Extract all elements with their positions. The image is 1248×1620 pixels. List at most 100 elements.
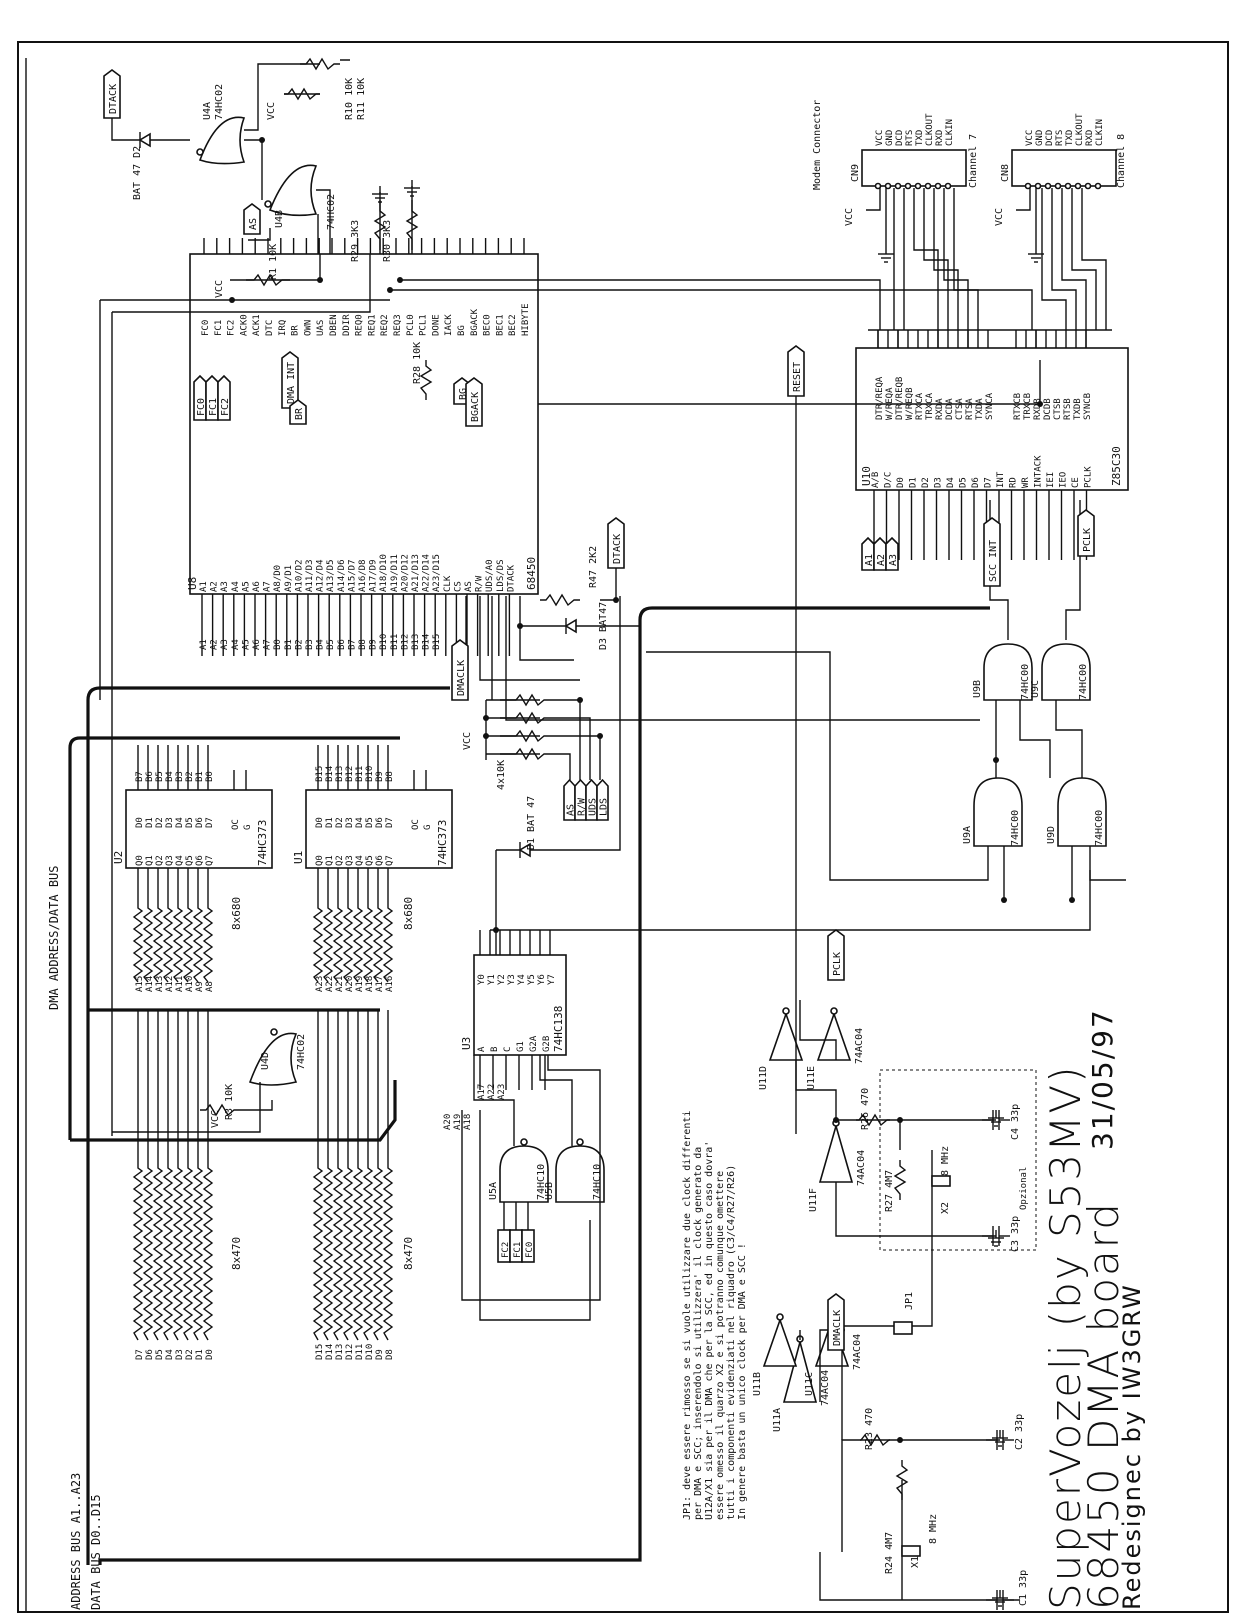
u4d-part: 74HC02 [296, 1034, 307, 1070]
cn8-pin-label: RTS [1055, 130, 1065, 146]
u2-d-labels-label: B7 [135, 771, 145, 782]
u2-pins-pin-label: D7 [205, 817, 215, 828]
u3-ref: U3 [460, 1037, 473, 1050]
u8-pin-label: FC0 [201, 320, 211, 336]
u9c-ref: U9C [1030, 680, 1041, 698]
vcc-cn9: VCC [844, 208, 855, 226]
high-d-labels-label: D13 [335, 1344, 345, 1360]
fc-tag: FC0 [525, 1242, 535, 1258]
u3-pin-label: Y3 [507, 974, 517, 985]
pclk-tag: PCLK [832, 952, 843, 976]
u10-pin-label: SYNCA [985, 392, 995, 420]
u8-bus-label: A2 [210, 639, 220, 650]
u11d-ref: U11D [758, 1066, 769, 1090]
u8-pin-label: A1 [199, 581, 209, 592]
u10-pin-label: INT [996, 471, 1006, 488]
u1-pins-pin-label: D3 [345, 817, 355, 828]
c2-label: C2 33p [1014, 1414, 1025, 1450]
u1-pins-pin-label: Q3 [345, 855, 355, 866]
u3-pin-label: Y6 [537, 974, 547, 985]
u8-pin-label: ACK1 [252, 314, 262, 336]
u8-bus-label: B10 [379, 634, 389, 650]
low-d-labels-label: D7 [135, 1349, 145, 1360]
low-d-labels-label: D6 [145, 1349, 155, 1360]
u9a-part: 74HC00 [1010, 810, 1021, 846]
u3-input2-label: A20 [443, 1114, 453, 1130]
u2-q-labels-label: A11 [175, 976, 185, 992]
u8-ref: U8 [186, 577, 199, 590]
fc-tag: FC1 [513, 1242, 523, 1258]
note-line: essere omesso il quarzo X2 e si potranno… [715, 1171, 726, 1520]
high-d-labels-label: D11 [355, 1344, 365, 1360]
u9b-ref: U9B [972, 680, 983, 698]
u1-pins-pin-label: D0 [315, 817, 325, 828]
u8-bus-label: B14 [422, 634, 432, 650]
u8-pin-label: LDS/DS [496, 559, 506, 592]
u8-pin-label: DTACK [506, 564, 516, 592]
u2-pins-pin-label: D5 [185, 817, 195, 828]
u8-pin-label: UAS [316, 320, 326, 336]
low-d-labels-label: D4 [165, 1349, 175, 1360]
u8-pin-label: REQ0 [355, 314, 365, 336]
u5a-ref: U5A [488, 1182, 499, 1200]
u1-q-labels-label: A17 [375, 976, 385, 992]
u2-pins-pin-label: D3 [165, 817, 175, 828]
optional-box [879, 1069, 1037, 1251]
u8-bus-label: B12 [400, 634, 410, 650]
u11a-ref: U11A [772, 1408, 783, 1432]
u8-pin-label: A15/D7 [347, 559, 357, 592]
u8-pin-label: A14/D6 [337, 559, 347, 592]
u8-part: 68450 [525, 557, 538, 590]
u3-pin-label: Y7 [547, 974, 557, 985]
u8-pin-label: A3 [220, 581, 230, 592]
u2-pins-pin-label: G [243, 825, 253, 830]
u8-bus-label: B15 [432, 634, 442, 650]
u8-pin-label: A9/D1 [284, 565, 294, 592]
cn9-title: Modem Connector [812, 100, 823, 190]
u8-pin-label: HIBYTE [521, 303, 531, 336]
u2-pins-pin-label: OC [231, 819, 241, 830]
r24-label: R24 4M7 [884, 1532, 895, 1574]
cn8-channel: Channel 8 [1116, 134, 1127, 188]
u10-pin-label: TRXCA [925, 392, 935, 420]
cn9-pin-label: CLKOUT [925, 113, 935, 146]
u10-pin-label: CTSA [955, 398, 965, 420]
misc-wiring [99, 59, 1126, 1601]
u8-bus-label: B2 [294, 639, 304, 650]
u3-pin-label: A [477, 1046, 487, 1052]
vcc-label: VCC [210, 1110, 221, 1128]
cn9-pin-label: RTS [905, 130, 915, 146]
r-8x680-b-label: 8x680 [402, 897, 415, 930]
u8-bus-label: B1 [284, 639, 294, 650]
optional-label: Opzional [1019, 1167, 1029, 1210]
u2-pins-pin-label: Q7 [205, 855, 215, 866]
u5b-gate: U5B 74HC10 [544, 1138, 605, 1203]
u10-pin-label: RTSA [965, 398, 975, 420]
dtack-tag-2: DTACK [612, 534, 623, 564]
u2-d-labels-label: B3 [175, 771, 185, 782]
high-d-labels-label: D9 [375, 1349, 385, 1360]
br-tag: BR [294, 407, 305, 420]
u3-input-label: A17 [477, 1084, 487, 1100]
jp1-note: JP1: deve essere rimosso se si vuole uti… [682, 1111, 748, 1520]
u11e-part: 74AC04 [854, 1028, 865, 1064]
x2-freq: 8 MHz [940, 1146, 951, 1176]
u10-pin-label: A/B [871, 472, 881, 488]
u1-d-labels-label: B13 [335, 766, 345, 782]
u10-pin-label: CE [1071, 477, 1081, 488]
note-line: In genere basta un unico clock per DMA e… [737, 1243, 748, 1520]
u8-pin-label: A11/D3 [305, 559, 315, 592]
vcc-label-3: VCC [266, 102, 277, 120]
u8-pin-label: BGACK [470, 308, 480, 336]
u2-d-labels-label: B0 [205, 771, 215, 782]
u9a-ref: U9A [962, 826, 973, 844]
u2-ref: U2 [112, 851, 125, 864]
u8-pin-label: BR [291, 325, 301, 336]
u10-pin-label: TXDA [975, 398, 985, 420]
u10-pin-label: D3 [934, 477, 944, 488]
u2-d-labels-label: B5 [155, 771, 165, 782]
u10-ref: U10 [860, 466, 873, 486]
